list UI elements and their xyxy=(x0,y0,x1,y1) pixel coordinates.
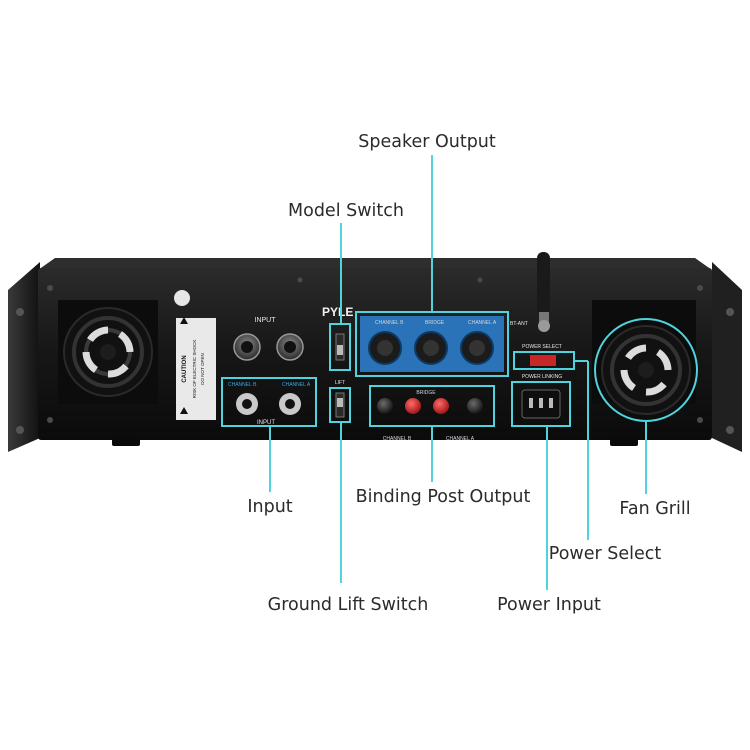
callout-speaker-output: Speaker Output xyxy=(358,132,496,152)
svg-text:BT-ANT: BT-ANT xyxy=(510,321,528,327)
svg-text:BRIDGE: BRIDGE xyxy=(416,390,436,396)
svg-text:CHANNEL A: CHANNEL A xyxy=(282,382,311,388)
xlr-input-group: INPUT xyxy=(233,317,304,361)
svg-text:CHANNEL B: CHANNEL B xyxy=(228,382,257,388)
svg-text:CHANNEL B: CHANNEL B xyxy=(375,320,404,326)
binding-post-b-black[interactable] xyxy=(377,398,393,414)
svg-text:CAUTION: CAUTION xyxy=(182,355,188,382)
speakon-output-a[interactable] xyxy=(460,331,494,365)
speakon-output-bridge[interactable] xyxy=(414,331,448,365)
binding-post-b-red[interactable] xyxy=(405,398,421,414)
svg-text:CHANNEL B: CHANNEL B xyxy=(383,436,412,442)
svg-text:POWER LINKING: POWER LINKING xyxy=(522,374,562,380)
foot-left xyxy=(112,438,140,446)
svg-text:POWER SELECT: POWER SELECT xyxy=(522,344,562,350)
rack-ear-left xyxy=(8,262,40,452)
callout-fan-grill: Fan Grill xyxy=(619,499,690,519)
binding-post-a-black[interactable] xyxy=(467,398,483,414)
svg-text:CHANNEL A: CHANNEL A xyxy=(446,436,475,442)
callout-power-input: Power Input xyxy=(497,595,601,615)
speaker-output-plate: CHANNEL B BRIDGE CHANNEL A xyxy=(355,311,509,377)
caution-label: CAUTION RISK OF ELECTRIC SHOCK DO NOT OP… xyxy=(176,317,216,420)
callout-lines xyxy=(269,155,647,590)
panel-screws xyxy=(47,277,703,423)
svg-text:LIFT: LIFT xyxy=(335,380,345,386)
binding-post-a-red[interactable] xyxy=(433,398,449,414)
power-input-iec[interactable] xyxy=(511,381,571,427)
callout-input: Input xyxy=(247,497,292,517)
callout-power-select: Power Select xyxy=(549,544,662,564)
binding-post-output: BRIDGE CHANNEL B CHANNEL A xyxy=(369,385,495,442)
brand-logo: PYLE xyxy=(322,305,353,319)
callout-ground-lift-switch: Ground Lift Switch xyxy=(268,595,429,615)
right-fan-grill xyxy=(592,300,698,422)
svg-text:DO NOT OPEN: DO NOT OPEN xyxy=(200,353,205,384)
left-fan-grill xyxy=(58,300,158,404)
bluetooth-antenna: BT-ANT xyxy=(510,252,550,332)
serial-sticker xyxy=(174,290,190,306)
svg-text:BRIDGE: BRIDGE xyxy=(425,320,445,326)
callout-model-switch: Model Switch xyxy=(288,201,404,221)
svg-text:CHANNEL A: CHANNEL A xyxy=(468,320,497,326)
svg-text:INPUT: INPUT xyxy=(257,420,275,426)
rack-ear-right xyxy=(712,262,742,452)
svg-text:RISK OF ELECTRIC SHOCK: RISK OF ELECTRIC SHOCK xyxy=(192,340,197,399)
foot-right xyxy=(610,438,638,446)
speakon-output-b[interactable] xyxy=(368,331,402,365)
callout-binding-post-output: Binding Post Output xyxy=(356,487,531,507)
input-jacks: CHANNEL B CHANNEL A INPUT xyxy=(221,377,317,427)
svg-text:INPUT: INPUT xyxy=(255,317,277,324)
